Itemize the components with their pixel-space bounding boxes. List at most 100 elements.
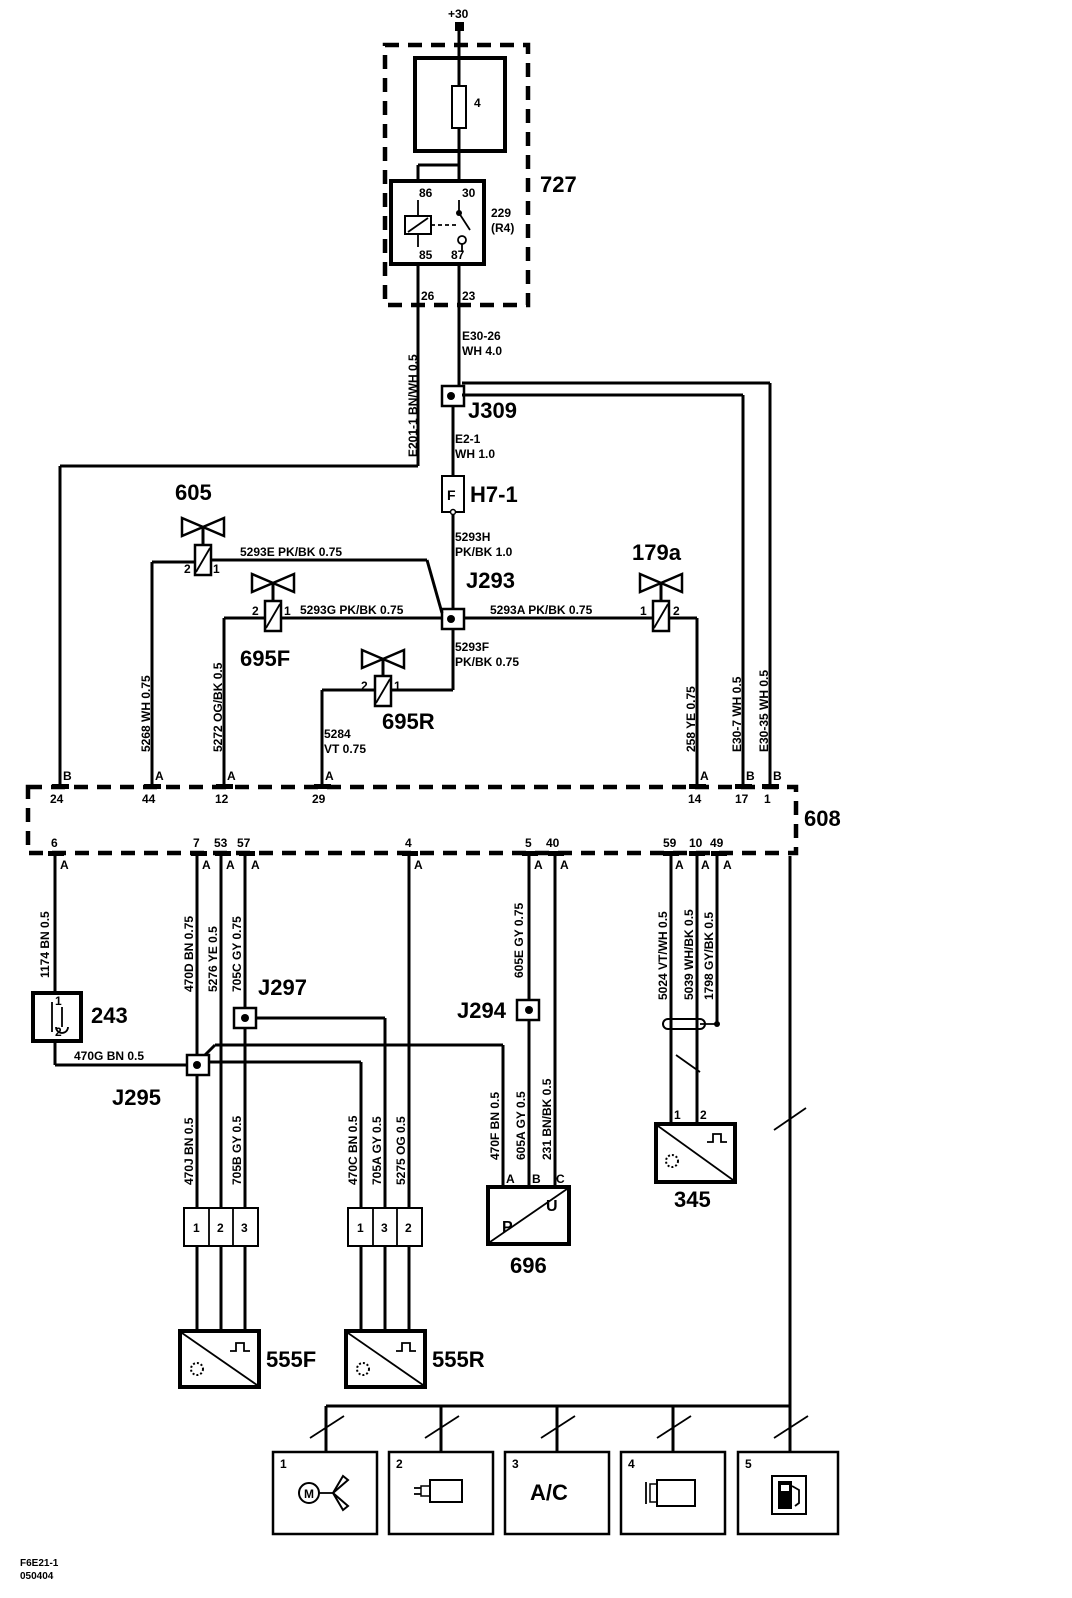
svg-text:6: 6 [51,836,58,850]
sensor-555f-label: 555F [266,1347,316,1372]
valve-179a-label: 179a [632,540,682,565]
wire-e201-label: E201-1 BN/WH 0.5 [406,354,420,457]
valve-695r-pin1: 1 [394,679,401,693]
motor-fan-icon: M [298,1474,350,1512]
valve-695f-pin1: 1 [284,604,291,618]
wire-5024-label: 5024 VT/WH 0.5 [656,911,670,1000]
wire-5275-label: 5275 OG 0.5 [394,1116,408,1185]
connector-555r-pin2: 2 [405,1221,412,1235]
svg-text:14: 14 [688,792,702,806]
connector-555f-pin3: 3 [241,1221,248,1235]
supply-terminal [455,22,464,31]
heater-element-icon [414,1479,463,1503]
relay-box [389,179,486,266]
valve-605-label: 605 [175,480,212,505]
svg-text:A: A [155,769,164,783]
svg-text:A: A [325,769,334,783]
sensor-696-label: 696 [510,1253,547,1278]
load-box-3-text: A/C [530,1480,568,1505]
svg-text:A: A [227,769,236,783]
sensor-696-pin-c: C [556,1172,565,1186]
wire-705c-label: 705C GY 0.75 [230,916,244,992]
load-box-2-num: 2 [396,1457,403,1471]
fuse-element [451,85,467,129]
relay-pin-85: 85 [419,248,433,262]
module-608-boundary [25,784,799,856]
wire-605e-label: 605E GY 0.75 [512,903,526,978]
connector-555r-pin1: 1 [357,1221,364,1235]
load-box-2 [387,1450,495,1536]
svg-text:57: 57 [237,836,251,850]
sensor-696 [486,1185,571,1246]
svg-text:59: 59 [663,836,677,850]
svg-text:17: 17 [735,792,749,806]
svg-text:24: 24 [50,792,64,806]
wire-705a-label: 705A GY 0.5 [370,1116,384,1185]
svg-text:4: 4 [405,836,412,850]
relay-id: 229 [491,206,511,220]
wire-e3026-line1: E30-26 [462,329,501,343]
svg-text:B: B [746,769,755,783]
wire-5272-label: 5272 OG/BK 0.5 [211,662,225,752]
svg-text:7: 7 [193,836,200,850]
sensor-345-label: 345 [674,1187,711,1212]
svg-text:53: 53 [214,836,228,850]
relay-out-23: 23 [462,289,476,303]
wire-e307-label: E30-7 WH 0.5 [730,676,744,752]
valve-605-pin1: 1 [213,562,220,576]
sensor-345 [654,1122,737,1184]
wire-e3026-line2: WH 4.0 [462,344,502,358]
module-608-label: 608 [804,806,841,831]
svg-text:A: A [60,858,69,872]
valve-695r-pin2: 2 [361,679,368,693]
wire-470f-label: 470F BN 0.5 [488,1092,502,1160]
svg-text:12: 12 [215,792,229,806]
svg-text:B: B [773,769,782,783]
svg-text:1: 1 [764,792,771,806]
svg-text:A: A [251,858,260,872]
svg-text:10: 10 [689,836,703,850]
svg-text:49: 49 [710,836,724,850]
load-box-5 [736,1450,840,1536]
svg-text:A: A [675,858,684,872]
wire-e21-line1: E2-1 [455,432,481,446]
svg-text:A: A [414,858,423,872]
fuse-h7-1-label: H7-1 [470,482,518,507]
svg-text:A: A [701,858,710,872]
wire-5293h-line1: 5293H [455,530,490,544]
junction-j309-label: J309 [468,398,517,423]
connector-555f-pin1: 1 [193,1221,200,1235]
wire-5293e-label: 5293E PK/BK 0.75 [240,545,342,559]
sensor-696-pin-b: B [532,1172,541,1186]
wire-1798-label: 1798 GY/BK 0.5 [702,912,716,1000]
load-box-3 [503,1450,611,1536]
load-box-4-num: 4 [628,1457,635,1471]
svg-text:A: A [700,769,709,783]
footer-date: 050404 [20,1571,54,1582]
wire-5293g-label: 5293G PK/BK 0.75 [300,603,404,617]
sensor-555r-label: 555R [432,1347,485,1372]
wire-5293f-line1: 5293F [455,640,489,654]
svg-text:A: A [534,858,543,872]
relay-out-26: 26 [421,289,435,303]
sensor-345-pin2: 2 [700,1108,707,1122]
wire-5293f-line2: PK/BK 0.75 [455,655,519,669]
svg-text:A: A [723,858,732,872]
wire-470d-label: 470D BN 0.75 [182,916,196,992]
module-727-boundary [382,42,531,308]
valve-695r-label: 695R [382,709,435,734]
svg-text:29: 29 [312,792,326,806]
svg-text:B: B [63,769,72,783]
svg-text:A: A [226,858,235,872]
wire-5293a-label: 5293A PK/BK 0.75 [490,603,593,617]
fuel-pump-icon [771,1475,807,1515]
twisted-pair-shield [662,1018,706,1030]
junction-j293-label: J293 [466,568,515,593]
load-box-4 [619,1450,727,1536]
switch-243 [31,991,83,1043]
sensor-696-u: U [546,1198,558,1215]
sensor-696-pin-a: A [506,1172,515,1186]
svg-text:A: A [202,858,211,872]
